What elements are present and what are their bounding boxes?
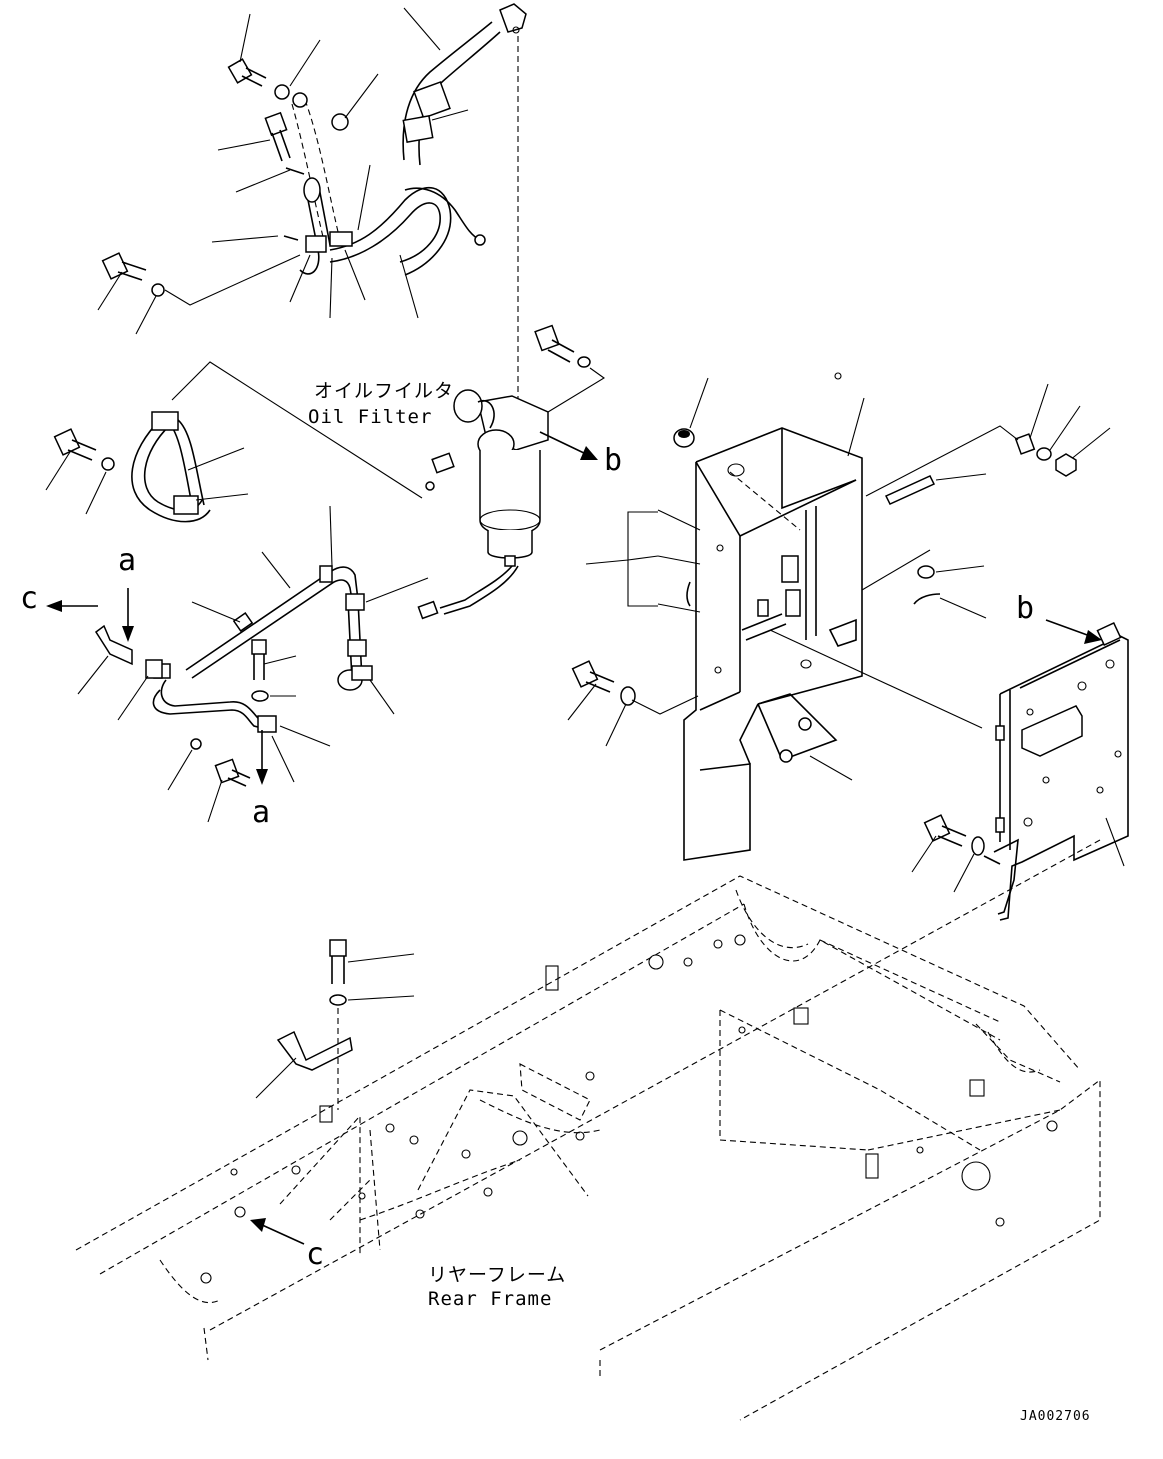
rear-frame-label-en: Rear Frame [428,1288,553,1310]
reference-b-plate: b [1016,591,1035,626]
bolt-icon [101,252,147,281]
rear-frame [75,839,1101,1421]
drawing-code: JA002706 [1020,1409,1091,1424]
bolt-icon [227,58,267,87]
bracket-plate [769,383,1129,921]
reference-a-bottom: a [252,795,271,830]
nut-icon [673,428,695,448]
oil-filter [417,324,605,620]
reference-a-top: a [118,543,137,578]
reference-c-left: c [20,581,39,616]
reference-c-frame: c [306,1237,325,1272]
oil-filter-label-en: Oil Filter [308,406,433,428]
leader-line [171,361,423,499]
reference-b-filter: b [604,443,623,478]
pipe-clamp-assembly [46,505,429,823]
upper-hose-assembly [97,3,527,335]
oil-filter-label-jp: オイルフイルタ [314,380,455,402]
filter-cover [567,372,865,861]
hose-loop [45,411,249,523]
bolt-icon [264,111,291,162]
rear-frame-label-jp: リヤーフレーム [428,1264,567,1286]
